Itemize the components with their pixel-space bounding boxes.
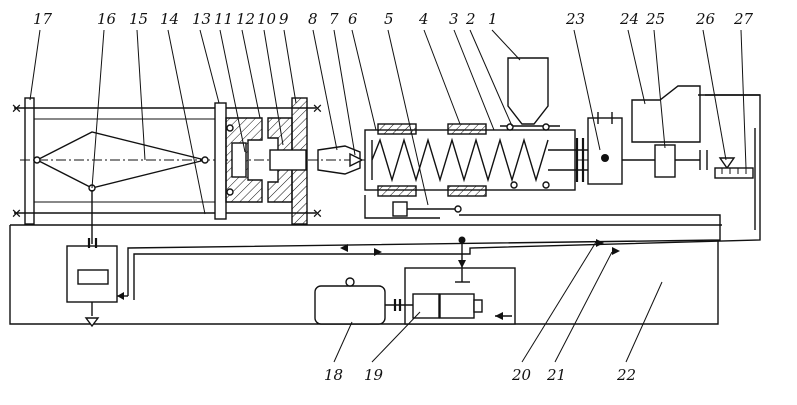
label-3: 3 [449,10,459,28]
label-17: 17 [33,10,53,28]
part-labels: 17 16 15 14 13 11 12 10 9 8 7 6 5 4 3 2 … [33,10,754,384]
label-4: 4 [418,10,429,28]
gearbox [654,144,676,178]
label-15: 15 [129,10,148,28]
label-23: 23 [565,10,585,28]
leader-lines [29,29,747,363]
label-22: 22 [616,366,636,384]
label-20: 20 [511,366,532,384]
label-18: 18 [324,366,343,384]
svg-text:✕: ✕ [11,102,22,117]
hopper [507,57,549,125]
label-13: 13 [192,10,211,28]
label-12: 12 [236,10,255,28]
label-5: 5 [384,10,394,28]
label-27: 27 [733,10,754,28]
svg-text:✕: ✕ [11,207,22,222]
heater-band [377,123,417,135]
hydraulic-system [9,94,761,328]
rear-platen [24,97,35,225]
clamping-unit: ✕ ✕ ✕ ✕ [11,97,590,225]
label-21: 21 [546,366,566,384]
pressure-line [127,214,721,296]
svg-text:✕: ✕ [312,102,323,117]
heater-band [447,185,487,197]
label-16: 16 [97,10,117,28]
pump [412,293,440,319]
stroke-scale [714,167,754,179]
label-7: 7 [329,10,339,28]
drive-motor-box [631,85,701,143]
label-8: 8 [308,10,318,28]
svg-text:✕: ✕ [312,207,323,222]
toggle-linkage [36,159,206,189]
nozzle [317,145,361,175]
label-26: 26 [695,10,716,28]
label-10: 10 [257,10,277,28]
label-6: 6 [348,10,358,28]
label-19: 19 [364,366,384,384]
injection-unit [317,57,756,230]
label-11: 11 [214,10,233,28]
heater-band [377,185,417,197]
coupling [587,117,623,185]
label-2: 2 [465,10,476,28]
electric-motor [314,285,386,325]
heater-band [447,123,487,135]
label-9: 9 [279,10,289,28]
label-1: 1 [488,10,498,28]
injection-valve [392,201,408,217]
label-24: 24 [619,10,639,28]
label-25: 25 [645,10,665,28]
label-14: 14 [160,10,179,28]
moving-platen [214,102,227,220]
screw [371,137,549,183]
